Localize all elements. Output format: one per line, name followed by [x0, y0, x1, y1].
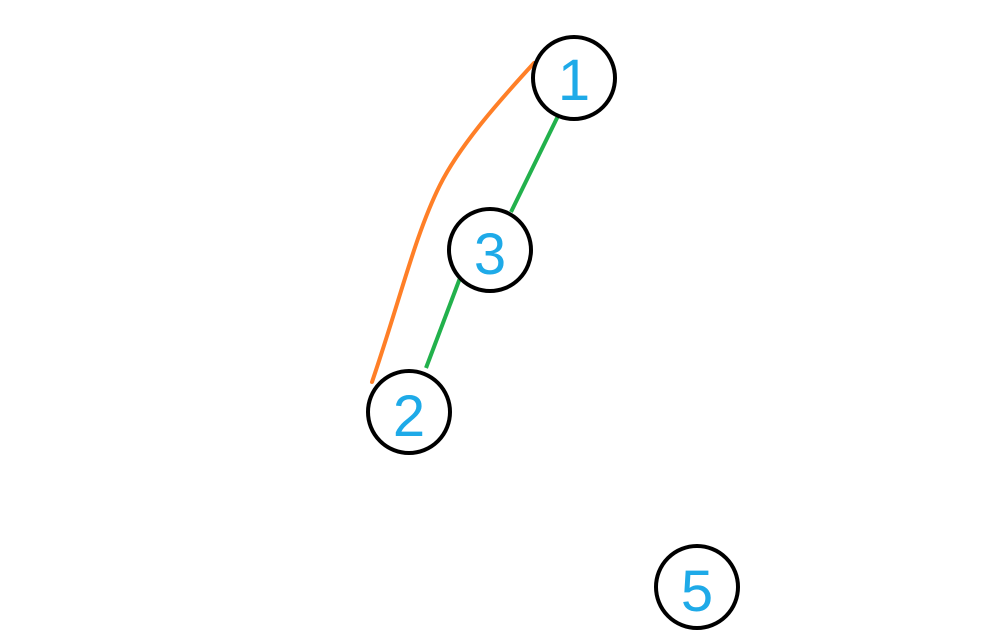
edge-1-3-green — [509, 115, 560, 213]
node-1: 1 — [531, 35, 617, 121]
node-label: 2 — [393, 384, 425, 449]
edge-1-2-orange — [370, 61, 536, 384]
node-5: 5 — [654, 544, 740, 630]
node-label: 5 — [681, 559, 713, 624]
node-3: 3 — [447, 207, 533, 293]
node-label: 3 — [474, 222, 506, 287]
node-label: 1 — [558, 48, 590, 113]
node-2: 2 — [366, 369, 452, 455]
edge-3-2-green — [424, 277, 462, 369]
